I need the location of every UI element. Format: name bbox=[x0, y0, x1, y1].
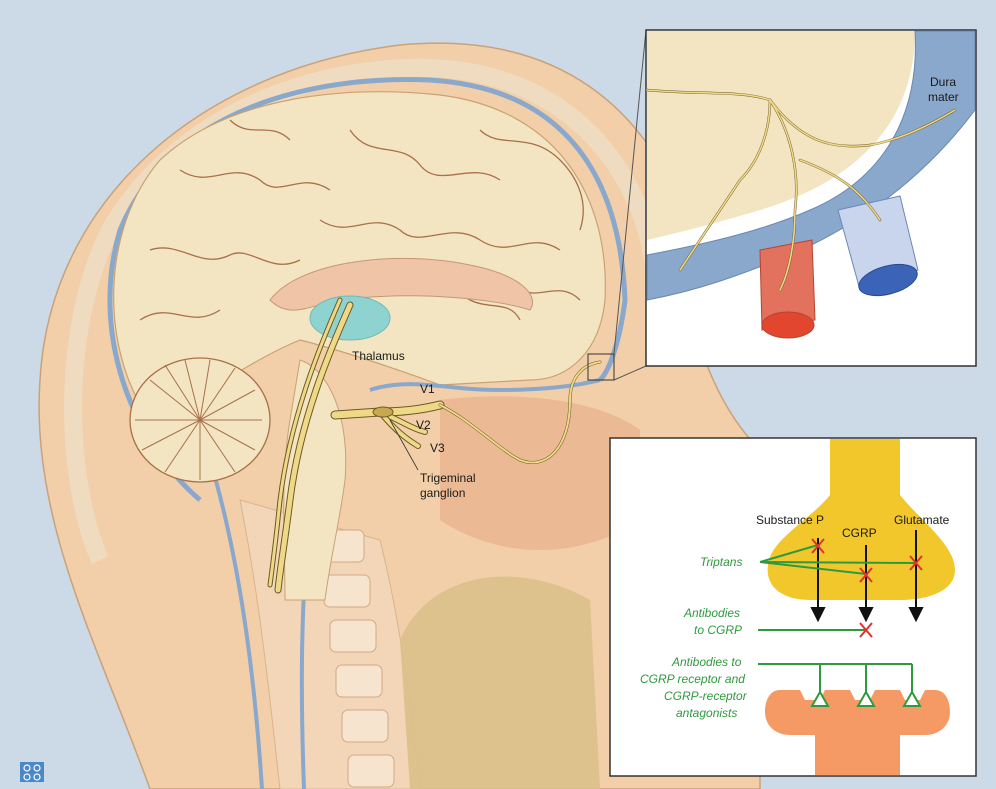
v1-label: V1 bbox=[420, 382, 435, 396]
antibodies-receptor-label-2: CGRP receptor and bbox=[640, 672, 745, 686]
antibodies-receptor-label-1: Antibodies to bbox=[671, 655, 742, 669]
antibodies-receptor-label-3: CGRP-receptor bbox=[664, 689, 748, 703]
antibodies-cgrp-label-1: Antibodies bbox=[683, 606, 740, 620]
triptans-label: Triptans bbox=[700, 555, 742, 569]
publisher-logo-icon bbox=[20, 762, 44, 782]
v3-label: V3 bbox=[430, 441, 445, 455]
antibodies-cgrp-label-2: to CGRP bbox=[694, 623, 742, 637]
antibodies-receptor-label-4: antagonists bbox=[676, 706, 737, 720]
tongue bbox=[400, 577, 600, 789]
dura-label-1: Dura bbox=[930, 75, 956, 89]
dura-label-2: mater bbox=[928, 90, 959, 104]
thalamus-label: Thalamus bbox=[352, 349, 405, 363]
substance-p-label: Substance P bbox=[756, 513, 824, 527]
glutamate-label: Glutamate bbox=[894, 513, 950, 527]
synapse-inset: Substance P CGRP Glutamate Triptans Anti… bbox=[610, 438, 976, 776]
trigeminal-label: Trigeminal bbox=[420, 471, 476, 485]
v2-label: V2 bbox=[416, 418, 431, 432]
dura-inset: Dura mater bbox=[646, 30, 976, 366]
ganglion-label: ganglion bbox=[420, 486, 465, 500]
trigeminal-ganglion bbox=[373, 407, 393, 417]
cgrp-label: CGRP bbox=[842, 526, 877, 540]
